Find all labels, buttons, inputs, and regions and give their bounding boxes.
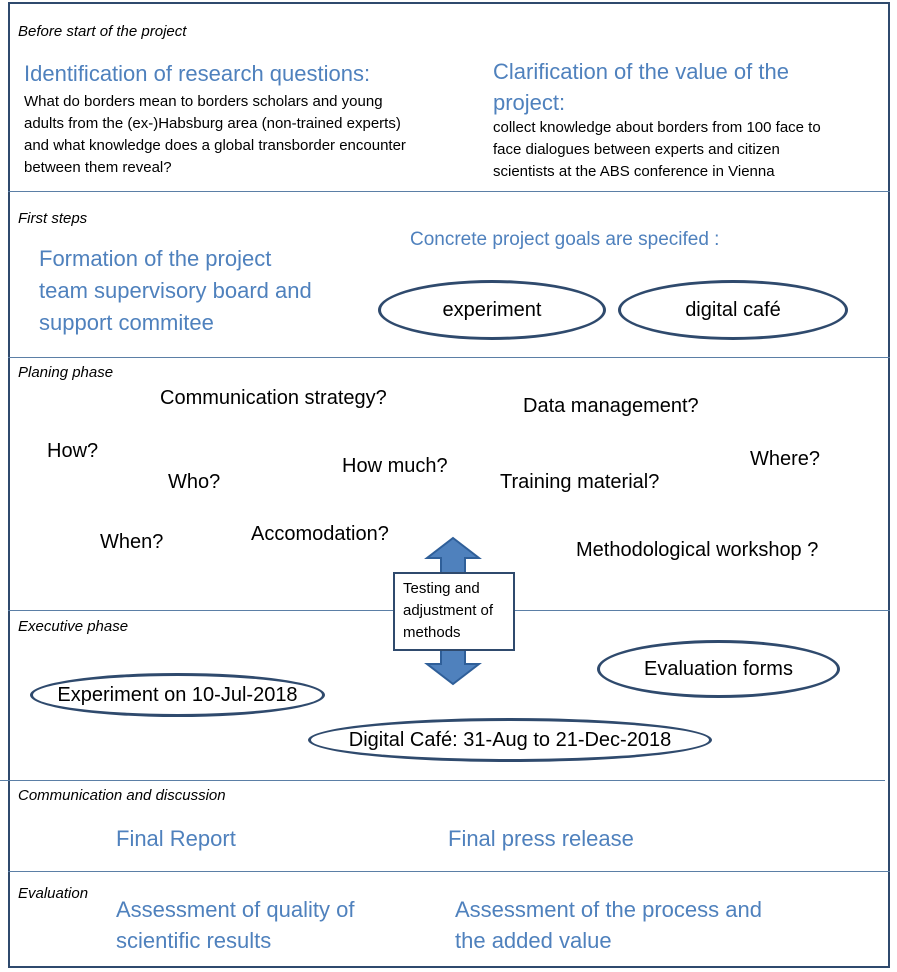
value-clarification-body: collect knowledge about borders from 100… xyxy=(493,117,821,183)
final-press-release: Final press release xyxy=(448,826,634,851)
experiment-ellipse: Experiment on 10-Jul-2018 xyxy=(30,673,325,717)
research-questions-body: What do borders mean to borders scholars… xyxy=(24,91,406,179)
assessment-process-line: the added value xyxy=(455,928,612,953)
assessment-quality-line: Assessment of quality of xyxy=(116,897,355,922)
question-accomodation: Accomodation? xyxy=(251,523,389,545)
question-training-material: Training material? xyxy=(500,471,660,493)
question-how: How? xyxy=(47,440,99,462)
value-body-line: collect knowledge about borders from 100… xyxy=(493,119,821,136)
goal-experiment-label: experiment xyxy=(442,298,542,321)
separator-planning xyxy=(8,357,890,358)
goal-digital-cafe-ellipse: digital café xyxy=(618,280,848,340)
assessment-quality: Assessment of quality of scientific resu… xyxy=(116,894,354,956)
research-questions-line: and what knowledge does a global transbo… xyxy=(24,137,406,154)
question-communication-strategy: Communication strategy? xyxy=(160,387,387,409)
testing-box-line: adjustment of xyxy=(403,602,494,619)
testing-adjustment-box: Testing and adjustment of methods xyxy=(393,572,515,651)
question-where: Where? xyxy=(750,448,821,470)
formation-line: team supervisory board and xyxy=(39,278,312,303)
final-report: Final Report xyxy=(116,826,236,851)
formation-line: Formation of the project xyxy=(39,246,272,271)
phase-label-communication: Communication and discussion xyxy=(18,787,226,804)
value-clarification-heading: Clarification of the value of the projec… xyxy=(493,56,789,118)
research-questions-line: adults from the (ex-)Habsburg area (non-… xyxy=(24,115,401,132)
research-questions-line: between them reveal? xyxy=(24,159,172,176)
separator-communication xyxy=(0,780,885,781)
testing-box-line: Testing and xyxy=(403,580,480,597)
phase-label-planning: Planing phase xyxy=(18,364,114,381)
phase-label-first-steps: First steps xyxy=(18,210,88,227)
value-heading-line: project: xyxy=(493,90,566,115)
evaluation-forms-label: Evaluation forms xyxy=(644,657,793,680)
question-methodological-workshop: Methodological workshop ? xyxy=(576,539,819,561)
digital-cafe-dates-label: Digital Café: 31-Aug to 21-Dec-2018 xyxy=(348,728,672,751)
separator-first-steps xyxy=(8,191,890,192)
value-heading-line: Clarification of the value of the xyxy=(493,59,789,84)
goals-heading: Concrete project goals are specifed : xyxy=(410,229,720,250)
assessment-process-line: Assessment of the process and xyxy=(455,897,762,922)
phase-label-executive: Executive phase xyxy=(18,618,129,635)
assessment-quality-line: scientific results xyxy=(116,928,272,953)
research-questions-line: What do borders mean to borders scholars… xyxy=(24,93,383,110)
question-who: Who? xyxy=(168,471,221,493)
phase-label-evaluation: Evaluation xyxy=(18,885,89,902)
question-when: When? xyxy=(100,531,164,553)
digital-cafe-ellipse: Digital Café: 31-Aug to 21-Dec-2018 xyxy=(308,718,712,762)
value-body-line: scientists at the ABS conference in Vien… xyxy=(493,163,775,180)
formation-line: support commitee xyxy=(39,310,214,335)
value-body-line: face dialogues between experts and citiz… xyxy=(493,141,780,158)
experiment-date-label: Experiment on 10-Jul-2018 xyxy=(57,683,298,706)
formation-text: Formation of the project team supervisor… xyxy=(39,243,312,339)
testing-box-line: methods xyxy=(403,624,461,641)
goal-experiment-ellipse: experiment xyxy=(378,280,606,340)
goal-digital-cafe-label: digital café xyxy=(685,298,781,321)
separator-evaluation xyxy=(8,871,890,872)
research-questions-heading: Identification of research questions: xyxy=(24,61,371,86)
phase-label-before-start: Before start of the project xyxy=(18,23,187,40)
question-how-much: How much? xyxy=(342,455,448,477)
assessment-process: Assessment of the process and the added … xyxy=(455,894,762,956)
question-data-management: Data management? xyxy=(523,395,699,417)
evaluation-forms-ellipse: Evaluation forms xyxy=(597,640,840,698)
diagram-frame xyxy=(8,2,890,968)
